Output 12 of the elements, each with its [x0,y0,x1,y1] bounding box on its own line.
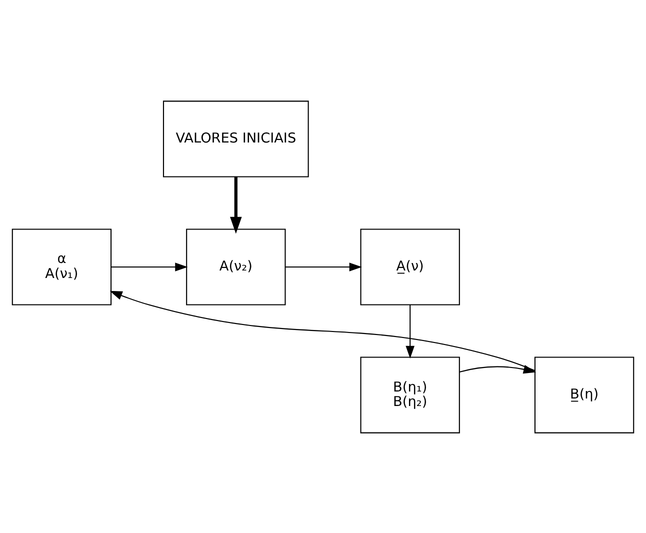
arrow [110,290,536,371]
node-box: A̲(ν) [360,228,460,305]
arrow [406,304,414,358]
arrow [285,262,362,271]
node-box: B̲(η) [534,356,634,433]
arrow [230,176,242,234]
node-box: A(ν₂) [186,228,286,305]
node-box: VALORES INICIAIS [162,100,309,177]
arrow [459,364,536,374]
node-box: α A(ν₁) [12,228,112,305]
node-box: B(η₁) B(η₂) [360,356,460,433]
arrow [111,262,188,271]
